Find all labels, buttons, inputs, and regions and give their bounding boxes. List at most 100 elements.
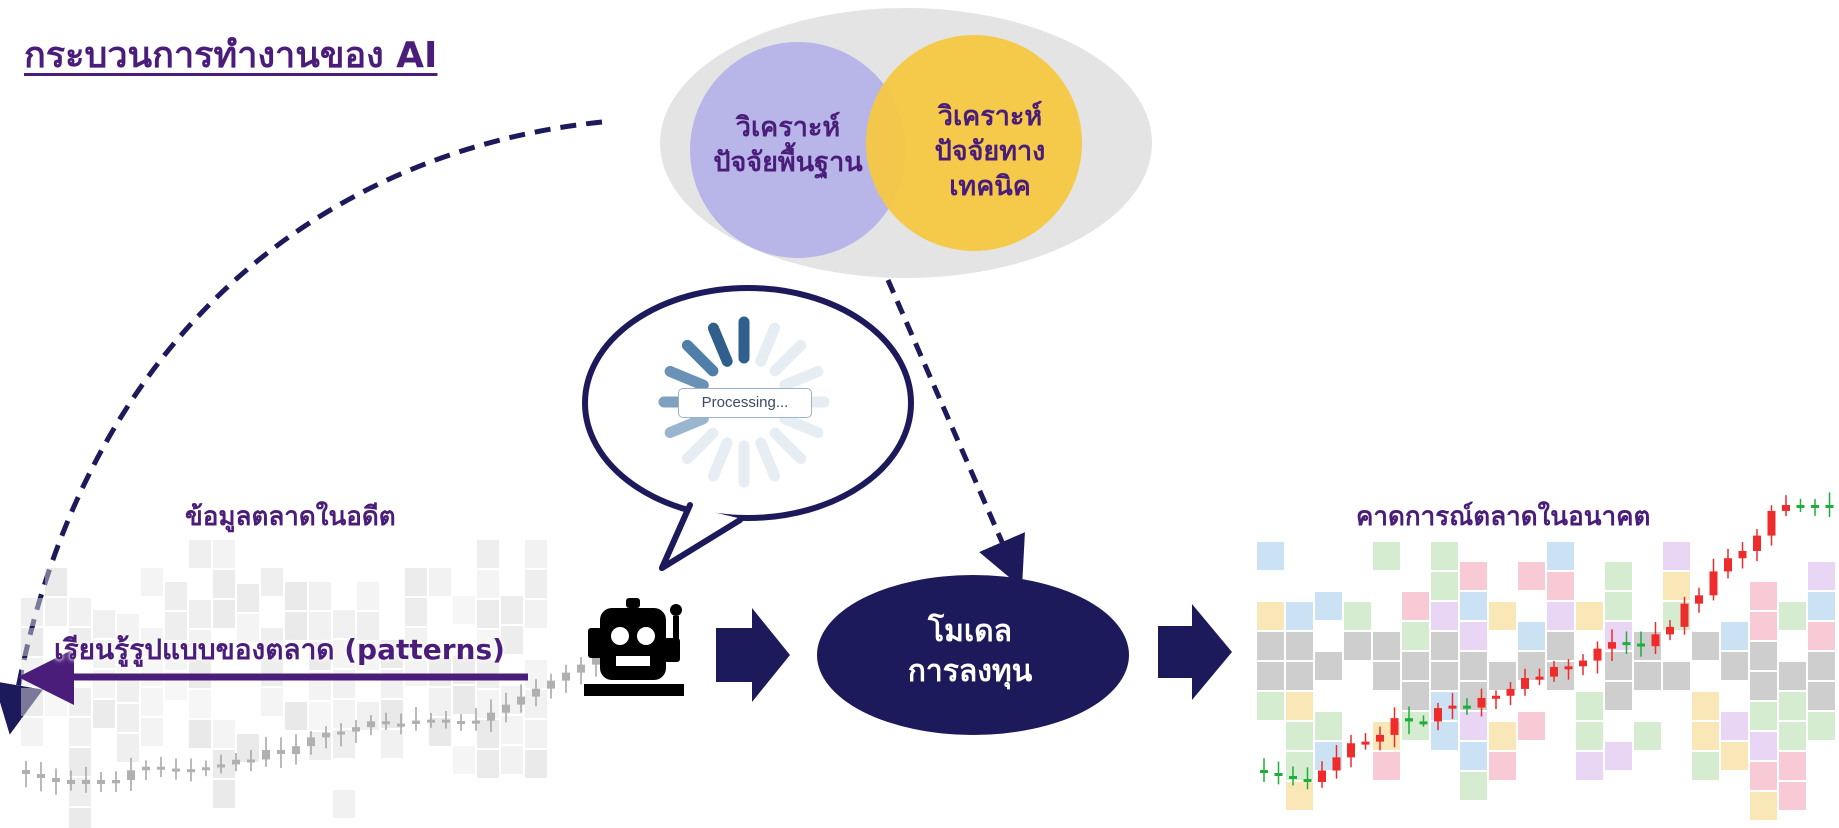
future-candle-body	[1303, 779, 1312, 782]
past-tile	[405, 628, 427, 656]
future-tile	[1634, 662, 1661, 690]
future-candle-body	[1622, 642, 1631, 646]
past-candle-body	[547, 680, 555, 689]
future-tile	[1344, 632, 1371, 660]
future-tile	[1489, 722, 1516, 750]
future-tile	[1286, 602, 1313, 630]
past-tile	[189, 690, 211, 718]
past-tile	[21, 658, 43, 686]
future-candle-body	[1680, 603, 1689, 627]
past-candle-body	[247, 759, 255, 763]
past-tile	[405, 568, 427, 596]
past-tile	[477, 570, 499, 598]
future-tile	[1808, 562, 1835, 590]
future-tile	[1779, 602, 1806, 630]
past-tile	[477, 690, 499, 718]
future-candle-body	[1811, 505, 1819, 508]
spinner-spoke	[779, 365, 824, 391]
future-tile	[1489, 752, 1516, 780]
past-candle-body	[487, 712, 495, 721]
future-candle-body	[1593, 648, 1602, 661]
future-tile	[1373, 632, 1400, 660]
future-tile	[1605, 652, 1632, 680]
model-ellipse	[817, 575, 1129, 735]
future-candle-body	[1318, 770, 1326, 782]
future-tile	[1344, 602, 1371, 630]
past-tile	[165, 612, 187, 640]
future-tile	[1373, 752, 1400, 780]
model-label-line2: การลงทุน	[907, 654, 1033, 689]
future-tile	[1315, 592, 1342, 620]
future-tile	[1286, 752, 1313, 780]
past-candle-body	[397, 723, 405, 727]
past-tile	[525, 720, 547, 748]
spinner-spoke	[664, 413, 709, 439]
robot-icon	[584, 598, 684, 696]
past-candle-body	[232, 759, 240, 765]
future-tile	[1402, 712, 1429, 740]
future-tile	[1431, 662, 1458, 690]
past-tile	[213, 540, 235, 568]
past-tile	[309, 612, 331, 640]
venn-label-fundamental: วิเคราะห์ ปัจจัยพื้นฐาน	[688, 110, 888, 180]
future-tile	[1460, 772, 1487, 800]
past-candle-body	[322, 732, 330, 738]
future-tile	[1808, 622, 1835, 650]
future-tile	[1373, 542, 1400, 570]
past-tile	[285, 582, 307, 610]
future-candle-body	[1535, 676, 1544, 680]
future-tile	[1373, 662, 1400, 690]
past-tile	[501, 596, 523, 624]
past-candle-body	[112, 780, 120, 784]
future-candle-body	[1782, 505, 1790, 511]
future-tile	[1692, 692, 1719, 720]
past-tile	[141, 718, 163, 746]
past-tile	[357, 582, 379, 610]
future-tile	[1808, 712, 1835, 740]
past-tile	[333, 700, 355, 728]
future-label: คาดการณ์ตลาดในอนาคต	[1356, 502, 1651, 532]
past-candle-body	[337, 731, 345, 735]
past-tile	[45, 598, 67, 626]
past-tile	[21, 628, 43, 656]
future-tile	[1808, 592, 1835, 620]
future-candle-body	[1637, 643, 1645, 647]
future-candle-body	[1376, 734, 1384, 742]
future-candle-body	[1651, 634, 1660, 647]
future-candle-body	[1405, 718, 1413, 722]
past-tile	[189, 600, 211, 628]
future-tile	[1750, 732, 1777, 760]
future-tile	[1460, 742, 1487, 770]
past-candle-body	[592, 656, 600, 665]
future-tile	[1692, 722, 1719, 750]
future-candle-body	[1724, 558, 1732, 572]
past-tile	[165, 582, 187, 610]
venn-label-fundamental-line1: วิเคราะห์	[735, 112, 841, 143]
past-tile	[477, 750, 499, 778]
model-label-line1: โมเดล	[927, 614, 1012, 649]
past-tile	[189, 720, 211, 748]
past-tile	[285, 702, 307, 730]
past-tile	[477, 630, 499, 658]
spinner-spoke	[707, 322, 733, 367]
spinner-spoke	[769, 339, 807, 377]
past-data-label: ข้อมูลตลาดในอดีต	[185, 502, 396, 532]
past-tile	[525, 570, 547, 598]
future-candle-body	[1419, 721, 1428, 725]
future-candle-body	[1289, 776, 1297, 779]
past-tile	[141, 628, 163, 656]
future-tile	[1257, 542, 1284, 570]
future-candle-body	[1753, 535, 1761, 551]
future-candle-body	[1521, 678, 1529, 689]
future-candle-body	[1274, 773, 1283, 776]
future-candle-body	[1434, 708, 1442, 722]
future-tile	[1547, 542, 1574, 570]
past-tile	[405, 598, 427, 626]
past-tile	[213, 570, 235, 598]
past-candle-body	[217, 764, 225, 768]
future-tile	[1286, 662, 1313, 690]
past-tile	[117, 734, 139, 762]
past-tile	[333, 730, 355, 758]
future-tile	[1605, 682, 1632, 710]
venn-label-technical-line3: เทคนิค	[949, 171, 1031, 202]
